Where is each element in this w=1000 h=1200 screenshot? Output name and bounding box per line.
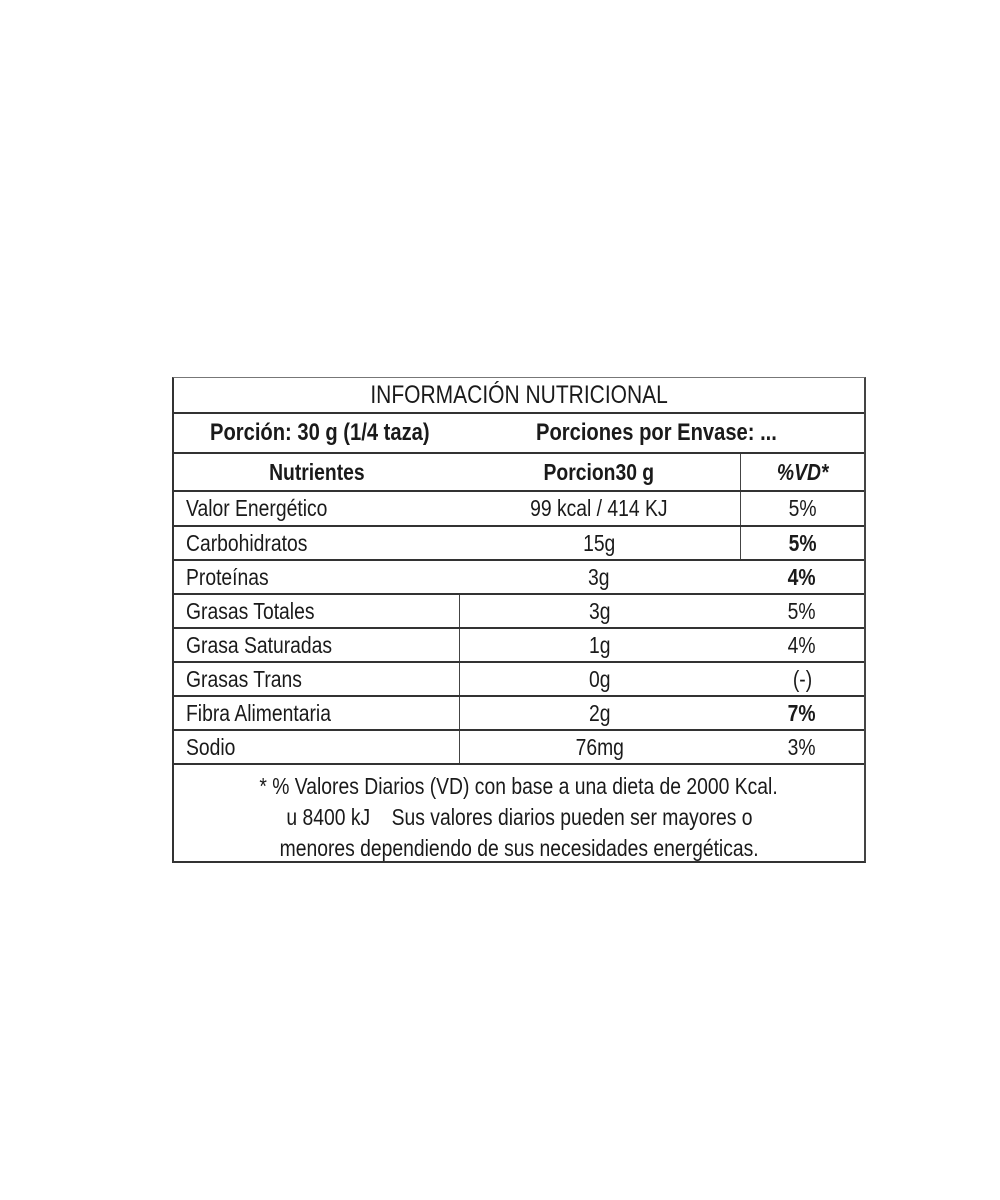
- footnote-line: * % Valores Diarios (VD) con base a una …: [259, 773, 779, 799]
- table-row: Sodio 76mg 3%: [174, 731, 864, 765]
- label-title: INFORMACIÓN NUTRICIONAL: [370, 380, 668, 409]
- nutrient-dv: (-): [792, 665, 812, 692]
- table-row: Grasa Saturadas 1g 4%: [174, 629, 864, 663]
- header-amount: Porcion30 g: [543, 458, 655, 485]
- nutrient-dv: 4%: [788, 563, 816, 590]
- header-nutrient: Nutrientes: [268, 458, 365, 485]
- nutrient-name: Fibra Alimentaria: [186, 699, 331, 726]
- nutrient-dv: 3%: [788, 733, 816, 760]
- header-dv: %VD*: [776, 458, 829, 485]
- serving-row: Porción: 30 g (1/4 taza) Porciones por E…: [174, 414, 864, 454]
- serving-size: Porción: 30 g (1/4 taza): [210, 419, 430, 446]
- nutrient-name: Proteínas: [186, 563, 269, 590]
- nutrient-name: Grasa Saturadas: [186, 631, 333, 658]
- nutrient-name: Valor Energético: [186, 495, 328, 521]
- footnote-line: u 8400 kJ Sus valores diarios pueden ser…: [285, 804, 753, 830]
- nutrient-dv: 5%: [788, 495, 817, 521]
- nutrient-name: Carbohidratos: [186, 529, 308, 556]
- nutrient-dv: 5%: [788, 597, 816, 624]
- nutrient-amount: 3g: [588, 563, 610, 590]
- nutrient-name: Grasas Totales: [186, 597, 315, 624]
- servings-per-container: Porciones por Envase: ...: [536, 419, 777, 446]
- table-row: Valor Energético 99 kcal / 414 KJ 5%: [174, 492, 864, 527]
- nutrient-amount: 0g: [589, 665, 611, 692]
- table-row: Carbohidratos 15g 5%: [174, 527, 864, 561]
- nutrient-dv: 4%: [788, 631, 816, 658]
- nutrient-amount: 99 kcal / 414 KJ: [530, 495, 668, 521]
- table-row: Proteínas 3g 4%: [174, 561, 864, 595]
- nutrient-amount: 76mg: [575, 733, 625, 760]
- nutrient-name: Grasas Trans: [186, 665, 302, 692]
- nutrient-dv: 7%: [788, 699, 816, 726]
- nutrient-amount: 1g: [589, 631, 611, 658]
- label-title-row: INFORMACIÓN NUTRICIONAL: [174, 378, 864, 414]
- nutrient-amount: 3g: [589, 597, 611, 624]
- footnote: * % Valores Diarios (VD) con base a una …: [174, 765, 864, 861]
- nutrient-amount: 15g: [582, 529, 616, 556]
- nutrient-dv: 5%: [788, 529, 817, 556]
- table-row: Fibra Alimentaria 2g 7%: [174, 697, 864, 731]
- footnote-line: menores dependiendo de sus necesidades e…: [279, 835, 759, 861]
- column-header-row: Nutrientes Porcion30 g %VD*: [174, 454, 864, 492]
- table-row: Grasas Totales 3g 5%: [174, 595, 864, 629]
- table-row: Grasas Trans 0g (-): [174, 663, 864, 697]
- nutrient-amount: 2g: [589, 699, 611, 726]
- nutrient-name: Sodio: [186, 733, 236, 760]
- nutrition-facts-label: INFORMACIÓN NUTRICIONAL Porción: 30 g (1…: [172, 377, 866, 863]
